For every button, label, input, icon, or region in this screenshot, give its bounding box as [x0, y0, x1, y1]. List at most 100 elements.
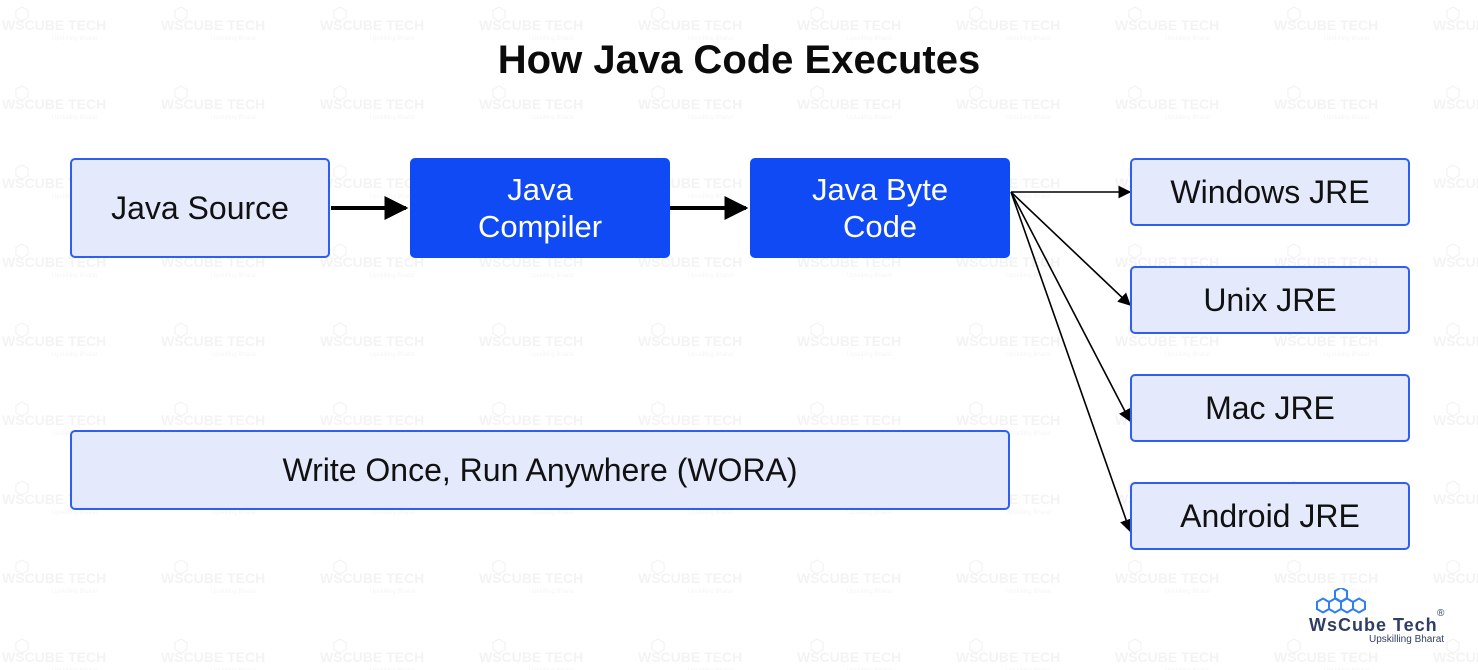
svg-text:Upskilling Bharat: Upskilling Bharat — [1006, 115, 1051, 121]
svg-text:Upskilling Bharat: Upskilling Bharat — [52, 668, 97, 670]
watermark-tile: WSCUBE TECHUpskilling Bharat — [638, 322, 742, 358]
svg-text:Upskilling Bharat: Upskilling Bharat — [211, 36, 256, 42]
svg-text:WSCUBE TECH: WSCUBE TECH — [797, 254, 901, 270]
watermark-tile: WSCUBE TECH Upskilling Bharat — [320, 559, 424, 595]
wora-banner-label: Write Once, Run Anywhere (WORA) — [282, 451, 798, 488]
svg-text:WSCUBE TECH: WSCUBE TECH — [1433, 96, 1478, 112]
svg-text:WSCUBE TECH: WSCUBE TECH — [479, 96, 583, 112]
svg-text:Upskilling Bharat: Upskilling Bharat — [529, 668, 574, 670]
watermark-tile: WSCUBE TECHUpskilling Bharat — [320, 6, 424, 42]
svg-text:Upskilling Bharat: Upskilling Bharat — [1165, 115, 1210, 121]
watermark-tile: WSCUBE TECHUpskilling Bharat — [1274, 85, 1378, 121]
watermark-tile: WSCUBE TECHUpskilling Bharat — [1433, 401, 1478, 428]
svg-text:Upskilling Bharat: Upskilling Bharat — [688, 36, 733, 42]
svg-text:Upskilling Bharat: Upskilling Bharat — [847, 668, 892, 670]
watermark-tile: WSCUBE TECHUpskilling Bharat — [1274, 638, 1378, 670]
svg-text:Upskilling Bharat: Upskilling Bharat — [1006, 668, 1051, 670]
svg-text:Upskilling Bharat: Upskilling Bharat — [370, 589, 415, 595]
svg-text:WSCUBE TECH: WSCUBE TECH — [479, 412, 583, 428]
svg-text:WSCUBE TECH: WSCUBE TECH — [2, 412, 106, 428]
svg-text:WSCUBE TECH: WSCUBE TECH — [161, 17, 265, 33]
watermark-tile: WSCUBE TECHUpskilling Bharat — [161, 638, 265, 670]
node-android-jre: Android JRE — [1130, 482, 1410, 550]
svg-text:Upskilling Bharat: Upskilling Bharat — [847, 36, 892, 42]
svg-text:WSCUBE TECH: WSCUBE TECH — [479, 570, 583, 586]
svg-text:Upskilling Bharat: Upskilling Bharat — [1006, 510, 1051, 516]
svg-text:WSCUBE TECH: WSCUBE TECH — [1433, 175, 1478, 191]
svg-text:Upskilling Bharat: Upskilling Bharat — [1324, 36, 1369, 42]
svg-text:Upskilling Bharat: Upskilling Bharat — [370, 668, 415, 670]
svg-text:WSCUBE TECH: WSCUBE TECH — [320, 96, 424, 112]
watermark-tile: WSCUBE TECHUpskilling Bharat — [1115, 638, 1219, 670]
svg-text:WSCUBE TECH: WSCUBE TECH — [638, 17, 742, 33]
hexagon-cluster-icon — [1316, 588, 1366, 614]
watermark-tile: WSCUBE TECH Upskilling Bharat — [479, 638, 583, 670]
svg-text:WSCUBE TECH: WSCUBE TECH — [161, 570, 265, 586]
svg-text:Upskilling Bharat: Upskilling Bharat — [529, 510, 574, 516]
watermark-tile: WSCUBE TECH Upskilling Bharat — [161, 6, 265, 42]
svg-text:WSCUBE TECH: WSCUBE TECH — [479, 649, 583, 665]
watermark-tile: WSCUBE TECHUpskilling Bharat — [1433, 85, 1478, 112]
svg-text:WSCUBE TECH: WSCUBE TECH — [320, 17, 424, 33]
svg-text:Upskilling Bharat: Upskilling Bharat — [1165, 589, 1210, 595]
watermark-tile: WSCUBE TECHUpskilling Bharat — [161, 559, 265, 595]
svg-text:Upskilling Bharat: Upskilling Bharat — [529, 273, 574, 279]
brand-logo: WsCube Tech ® Upskilling Bharat — [1303, 588, 1451, 648]
watermark-tile: WSCUBE TECH Upskilling Bharat — [797, 638, 901, 670]
watermark-tile: WSCUBE TECHUpskilling Bharat — [1433, 322, 1478, 349]
watermark-tile: WSCUBE TECHUpskilling Bharat — [1274, 6, 1378, 42]
watermark-tile: WSCUBE TECHUpskilling Bharat — [1433, 243, 1478, 270]
svg-text:WSCUBE TECH: WSCUBE TECH — [2, 333, 106, 349]
svg-text:Upskilling Bharat: Upskilling Bharat — [529, 115, 574, 121]
svg-text:WSCUBE TECH: WSCUBE TECH — [1115, 333, 1219, 349]
svg-text:Upskilling Bharat: Upskilling Bharat — [847, 589, 892, 595]
node-java-compiler: Java Compiler — [410, 158, 670, 258]
svg-text:WSCUBE TECH: WSCUBE TECH — [797, 570, 901, 586]
watermark-tile: WSCUBE TECHUpskilling Bharat — [797, 322, 901, 358]
svg-text:Upskilling Bharat: Upskilling Bharat — [52, 273, 97, 279]
watermark-tile: WSCUBE TECHUpskilling Bharat — [1115, 85, 1219, 121]
svg-text:Upskilling Bharat: Upskilling Bharat — [370, 115, 415, 121]
watermark-tile: WSCUBE TECH Upskilling Bharat — [2, 322, 106, 358]
svg-text:WSCUBE TECH: WSCUBE TECH — [797, 333, 901, 349]
node-mac-jre: Mac JRE — [1130, 374, 1410, 442]
svg-text:WSCUBE TECH: WSCUBE TECH — [2, 570, 106, 586]
edge-bytecode-to-mac-jre — [1010, 191, 1131, 423]
svg-text:Upskilling Bharat: Upskilling Bharat — [52, 115, 97, 121]
node-java-source-label: Java Source — [111, 189, 289, 226]
watermark-tile: WSCUBE TECHUpskilling Bharat — [956, 322, 1060, 358]
svg-text:WSCUBE TECH: WSCUBE TECH — [797, 17, 901, 33]
svg-text:WSCUBE TECH: WSCUBE TECH — [161, 96, 265, 112]
watermark-tile: WSCUBE TECHUpskilling Bharat — [638, 638, 742, 670]
svg-text:WSCUBE TECH: WSCUBE TECH — [161, 254, 265, 270]
svg-text:Upskilling Bharat: Upskilling Bharat — [1165, 668, 1210, 670]
svg-text:Upskilling Bharat: Upskilling Bharat — [529, 589, 574, 595]
svg-text:Upskilling Bharat: Upskilling Bharat — [847, 510, 892, 516]
svg-text:Upskilling Bharat: Upskilling Bharat — [370, 352, 415, 358]
watermark-tile: WSCUBE TECHUpskilling Bharat — [956, 559, 1060, 595]
svg-text:WSCUBE TECH: WSCUBE TECH — [2, 17, 106, 33]
watermark-tile: WSCUBE TECHUpskilling Bharat — [320, 322, 424, 358]
svg-text:WSCUBE TECH: WSCUBE TECH — [320, 570, 424, 586]
svg-text:WSCUBE TECH: WSCUBE TECH — [638, 254, 742, 270]
svg-text:Upskilling Bharat: Upskilling Bharat — [688, 273, 733, 279]
svg-text:WSCUBE TECH: WSCUBE TECH — [1115, 17, 1219, 33]
svg-text:WSCUBE TECH: WSCUBE TECH — [638, 412, 742, 428]
watermark-tile: WSCUBE TECHUpskilling Bharat — [638, 85, 742, 121]
svg-text:WSCUBE TECH: WSCUBE TECH — [479, 254, 583, 270]
watermark-tile: WSCUBE TECHUpskilling Bharat — [320, 243, 424, 279]
svg-text:Upskilling Bharat: Upskilling Bharat — [211, 273, 256, 279]
svg-text:WSCUBE TECH: WSCUBE TECH — [956, 412, 1060, 428]
svg-text:WSCUBE TECH: WSCUBE TECH — [1274, 649, 1378, 665]
svg-text:WSCUBE TECH: WSCUBE TECH — [638, 96, 742, 112]
svg-text:Upskilling Bharat: Upskilling Bharat — [370, 273, 415, 279]
svg-text:Upskilling Bharat: Upskilling Bharat — [688, 589, 733, 595]
watermark-tile: WSCUBE TECHUpskilling Bharat — [1115, 6, 1219, 42]
watermark-tile: WSCUBE TECHUpskilling Bharat — [956, 638, 1060, 670]
svg-text:Upskilling Bharat: Upskilling Bharat — [1006, 194, 1051, 200]
svg-text:Upskilling Bharat: Upskilling Bharat — [847, 115, 892, 121]
svg-text:WSCUBE TECH: WSCUBE TECH — [320, 175, 424, 191]
svg-text:WSCUBE TECH: WSCUBE TECH — [797, 412, 901, 428]
svg-text:WSCUBE TECH: WSCUBE TECH — [797, 649, 901, 665]
svg-text:Upskilling Bharat: Upskilling Bharat — [52, 352, 97, 358]
